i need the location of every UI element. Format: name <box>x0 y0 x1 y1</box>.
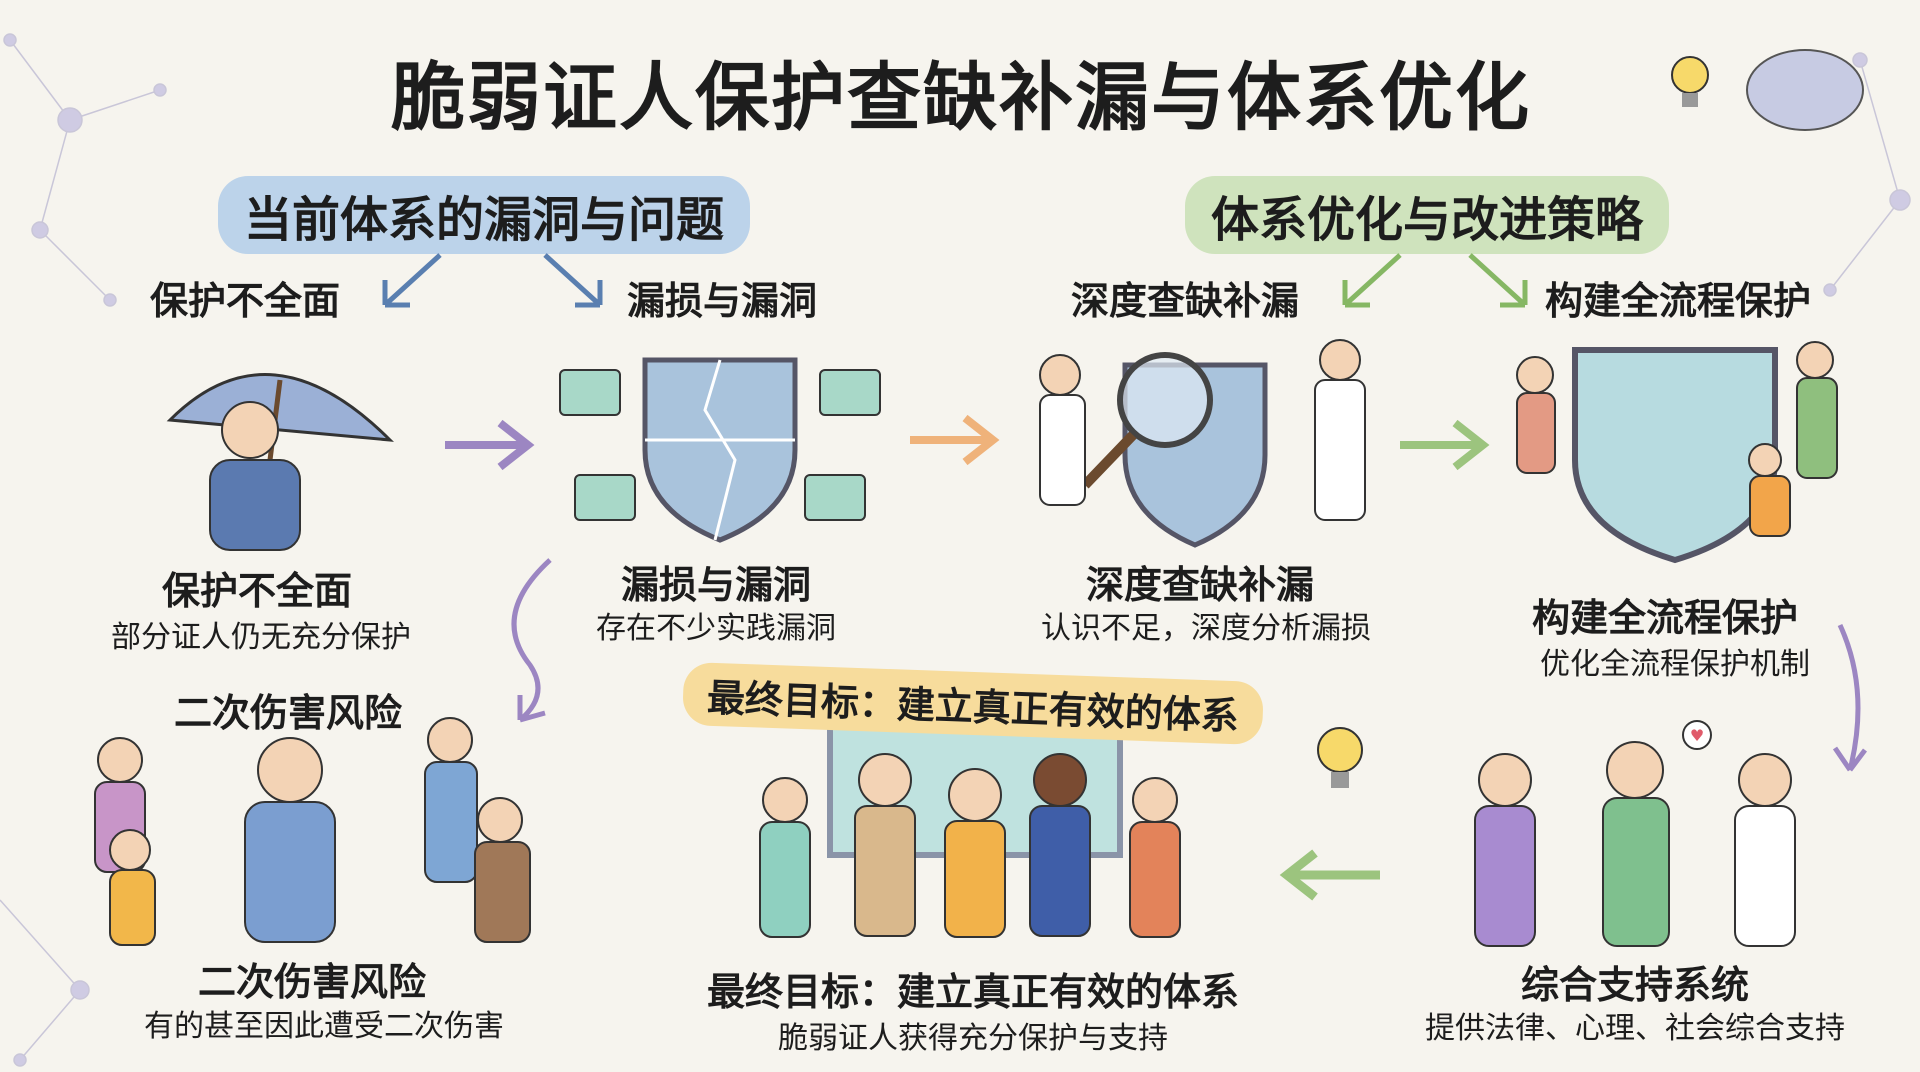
panel-title: 最终目标：建立真正有效的体系 <box>706 970 1240 1014</box>
panel-subtitle: 有的甚至因此遭受二次伤害 <box>144 1009 504 1044</box>
arrow-down-right-icon <box>1468 253 1528 308</box>
panel-title: 深度查缺补漏 <box>1085 563 1315 607</box>
panel-subtitle: 部分证人仍无充分保护 <box>111 620 411 655</box>
arrow-left-icon <box>1279 849 1380 901</box>
brain-icon <box>1746 49 1864 131</box>
top-label-incomplete: 保护不全面 <box>149 279 341 323</box>
secondary-harm-illustration <box>94 717 531 946</box>
lightbulb-icon <box>1317 727 1363 788</box>
arrow-down-left-icon <box>1342 253 1402 308</box>
panel-subtitle: 优化全流程保护机制 <box>1540 647 1810 682</box>
top-label-leaks: 漏损与漏洞 <box>626 279 818 323</box>
section-header-problems: 当前体系的漏洞与问题 <box>217 176 751 254</box>
svg-text:♥: ♥ <box>1690 726 1704 745</box>
panel-subtitle: 提供法律、心理、社会综合支持 <box>1425 1011 1845 1046</box>
panel-title: 构建全流程保护 <box>1531 596 1799 640</box>
protected-group-illustration <box>759 712 1181 938</box>
panel-title: 二次伤害风险 <box>197 960 427 1004</box>
panel-title: 保护不全面 <box>161 569 353 613</box>
arrow-right-icon <box>445 419 535 471</box>
top-label-full-process: 构建全流程保护 <box>1544 279 1812 323</box>
panel-subtitle: 存在不少实践漏洞 <box>596 611 836 646</box>
support-system-illustration: ♥ <box>1474 720 1796 947</box>
panel-title: 综合支持系统 <box>1520 963 1750 1007</box>
arrow-right-icon <box>1400 419 1490 471</box>
panel-subtitle: 认识不足，深度分析漏损 <box>1041 611 1371 646</box>
arrow-down-right-icon <box>543 253 603 308</box>
section-header-optimization: 体系优化与改进策略 <box>1184 176 1670 254</box>
building-shield-illustration <box>1516 341 1838 564</box>
magnifier-shield-illustration <box>1039 339 1366 548</box>
broken-umbrella-illustration <box>166 373 394 551</box>
cracked-shield-illustration <box>559 357 881 543</box>
panel-subtitle: 脆弱证人获得充分保护与支持 <box>778 1021 1168 1056</box>
arrow-right-icon <box>910 414 1000 466</box>
page-title: 脆弱证人保护查缺补漏与体系优化 <box>391 55 1531 141</box>
arrow-curved-down-icon <box>511 558 552 723</box>
heart-bubble-icon <box>1682 720 1712 750</box>
arrow-curved-down-icon <box>1832 623 1867 772</box>
arrow-down-left-icon <box>382 253 442 308</box>
panel-title: 漏损与漏洞 <box>620 563 812 607</box>
top-label-secondary-harm: 二次伤害风险 <box>173 691 403 735</box>
lightbulb-icon <box>1671 56 1709 107</box>
top-label-deep-check: 深度查缺补漏 <box>1070 279 1300 323</box>
